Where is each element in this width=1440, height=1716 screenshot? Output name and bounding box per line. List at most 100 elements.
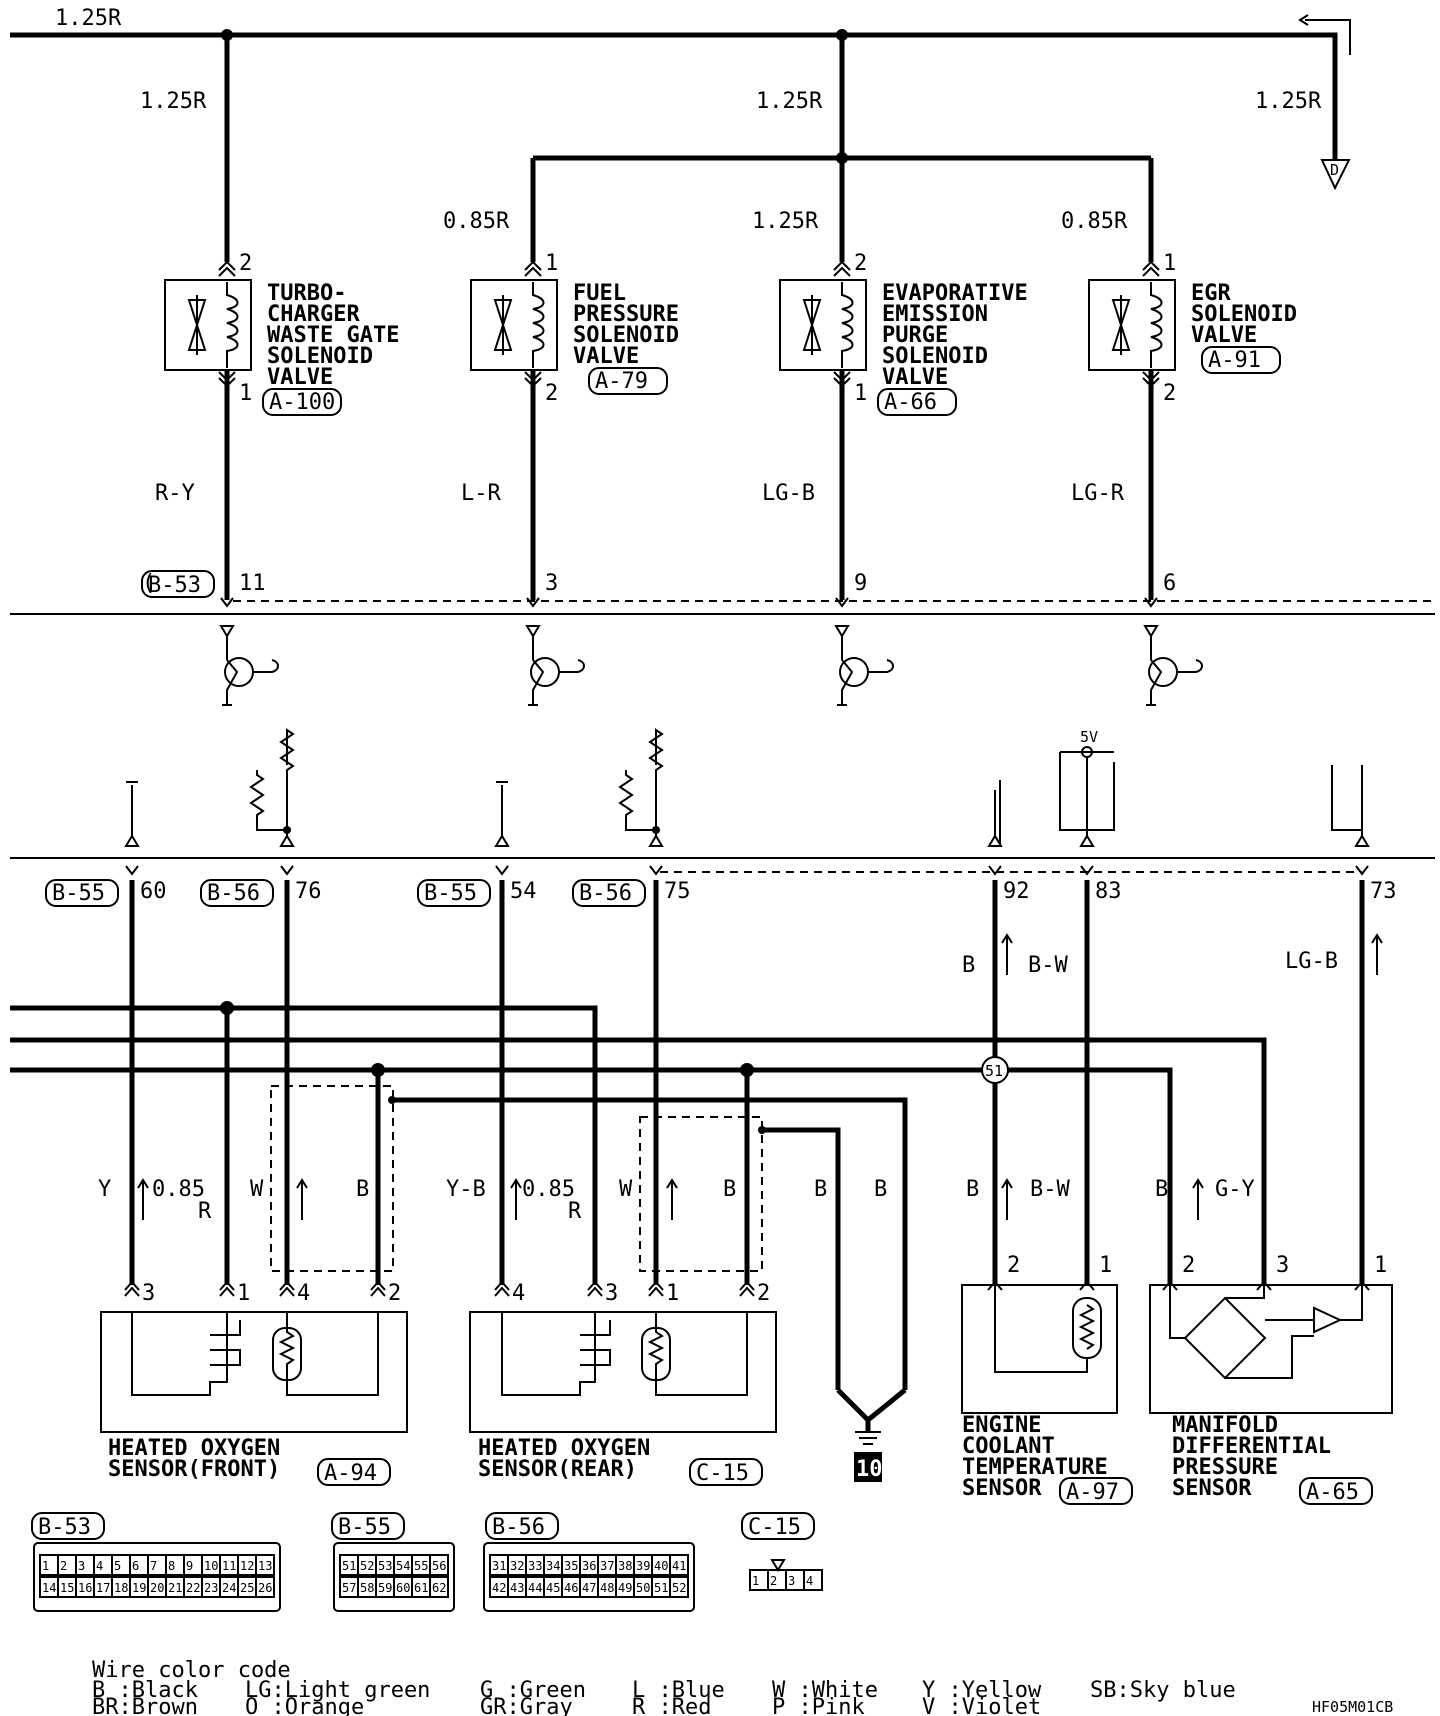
legend-title: Wire color code: [92, 1658, 291, 1683]
ground-icon: [855, 1431, 881, 1445]
solenoid-wire-out: L-R: [461, 481, 501, 506]
wire-label: B-W: [1028, 953, 1068, 978]
connector-pin-cell: 4: [96, 1559, 103, 1573]
solenoid-name-line: EGR: [1191, 281, 1231, 306]
connector-face-label: C-15: [748, 1515, 801, 1540]
solenoid-wire-in: 0.85R: [1061, 209, 1128, 234]
connector-pin-cell: 25: [240, 1581, 254, 1595]
sensor-pin: 2: [1182, 1253, 1195, 1278]
legend-entry: G :Green: [480, 1678, 586, 1703]
sensor-pin: 1: [666, 1281, 679, 1306]
solenoid-name-line: PRESSURE: [573, 302, 679, 327]
sensor-pin: 4: [512, 1281, 525, 1306]
ground-number: 10: [856, 1457, 883, 1482]
ecu-pin-number: 75: [664, 879, 691, 904]
connector-pin-cell: 48: [600, 1581, 614, 1595]
connector-pin-cell: 1: [752, 1574, 759, 1588]
solenoid-wire-in: 0.85R: [443, 209, 510, 234]
connector-pin-cell: 3: [788, 1574, 795, 1588]
wire-label: Y: [98, 1177, 111, 1202]
legend-entry: W :White: [772, 1678, 878, 1703]
solenoid-name-line: EVAPORATIVE: [882, 281, 1028, 306]
connector-pin-cell: 1: [42, 1559, 49, 1573]
connector-face-label: B-55: [338, 1515, 391, 1540]
svg-text:(: (: [142, 571, 155, 596]
ecu-input-75: 75B-56: [572, 790, 691, 907]
sensor-pin: 3: [605, 1281, 618, 1306]
solenoid-connector: A-91: [1208, 348, 1261, 373]
wire-label: B: [356, 1177, 369, 1202]
connector-pin-cell: 53: [378, 1559, 392, 1573]
sensor-pin: 3: [1276, 1253, 1289, 1278]
connector-pin-cell: 16: [78, 1581, 92, 1595]
legend-entry: O :Orange: [245, 1695, 364, 1716]
wire-label: G-Y: [1215, 1177, 1255, 1202]
coil-icon: [841, 282, 854, 368]
solenoid-name-line: SOLENOID: [267, 344, 373, 369]
sensor-name-line: PRESSURE: [1172, 1455, 1278, 1480]
connector-pin-cell: 50: [636, 1581, 650, 1595]
supply-5v: 5V: [1080, 728, 1098, 746]
connector-pin-cell: 12: [240, 1559, 254, 1573]
power-wire-label: 1.25R: [55, 6, 122, 31]
connector-pin-cell: 39: [636, 1559, 650, 1573]
ecu-pin-number: 54: [510, 879, 537, 904]
solenoid-wire-out: R-Y: [155, 481, 195, 506]
valve-icon: [1111, 299, 1131, 351]
solenoid-name-line: FUEL: [573, 281, 626, 306]
solenoid-name-line: VALVE: [1191, 323, 1257, 348]
power-bus: [10, 32, 1338, 160]
sensor-name-line: SENSOR(FRONT): [108, 1457, 280, 1482]
coil-icon: [226, 282, 239, 368]
connector-pin-cell: 9: [186, 1559, 193, 1573]
legend-entry: R :Red: [632, 1695, 711, 1716]
connector-pin-cell: 21: [168, 1581, 182, 1595]
solenoid-pin-bot: 1: [239, 381, 252, 406]
connector-pin-cell: 18: [114, 1581, 128, 1595]
connector-pin-cell: 4: [806, 1574, 813, 1588]
connector-pin-cell: 44: [528, 1581, 542, 1595]
amplifier-icon: [1169, 1285, 1363, 1379]
connector-face-label: B-56: [492, 1515, 545, 1540]
solenoid-pin-top: 2: [854, 251, 867, 276]
sensor-name-line: SENSOR: [962, 1476, 1042, 1501]
connector-pin-cell: 14: [42, 1581, 56, 1595]
resistor-icon: [648, 728, 664, 790]
connector-pin-cell: 23: [204, 1581, 218, 1595]
ecu-connector-label: B-55: [52, 881, 105, 906]
diagram-code: HF05M01CB: [1312, 1698, 1393, 1716]
connector-pin-cell: 42: [492, 1581, 506, 1595]
branch-right-label: 1.25R: [1255, 89, 1322, 114]
wire-label: B: [874, 1177, 887, 1202]
wire-label: W: [619, 1177, 633, 1202]
sensor-name-line: SENSOR(REAR): [478, 1457, 637, 1482]
ecu-connector-label: B-55: [424, 881, 477, 906]
branch-mid-label: 1.25R: [756, 89, 823, 114]
resistor-icon: [279, 728, 295, 790]
solenoid-name-line: SOLENOID: [882, 344, 988, 369]
sensor-name-line: DIFFERENTIAL: [1172, 1434, 1331, 1459]
sensor-pin: 2: [757, 1281, 770, 1306]
connector-pin-cell: 49: [618, 1581, 632, 1595]
svg-text:D: D: [1330, 161, 1339, 179]
connector-pin-cell: 24: [222, 1581, 236, 1595]
sensor-connector: A-97: [1066, 1480, 1119, 1505]
resistor-icon: [249, 770, 287, 831]
ecu-pin-top: 6: [1163, 571, 1176, 596]
connector-pin-cell: 35: [564, 1559, 578, 1573]
connector-pin-cell: 33: [528, 1559, 542, 1573]
solenoid-box: [779, 279, 867, 371]
connector-pin-cell: 17: [96, 1581, 110, 1595]
legend-entry: BR:Brown: [92, 1695, 198, 1716]
coil-icon: [1150, 282, 1163, 368]
connector-pin-cell: 6: [132, 1559, 139, 1573]
